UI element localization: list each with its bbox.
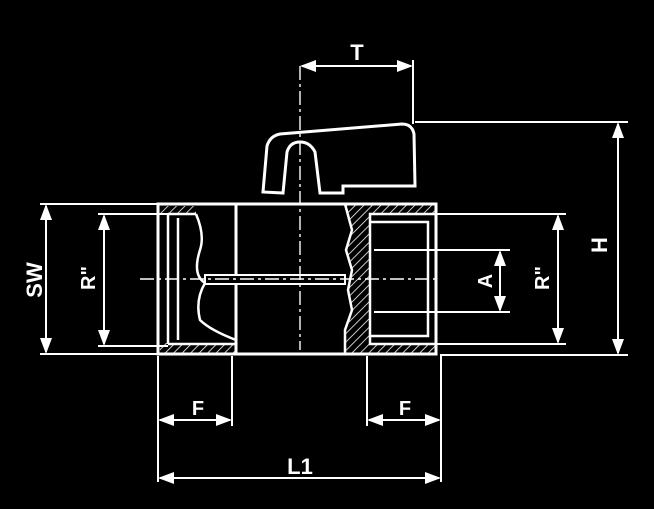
dimension-F-left [157, 356, 233, 482]
label-H: H [587, 237, 612, 253]
dimension-R-left [98, 213, 168, 347]
label-L1: L1 [287, 454, 313, 479]
dimension-T [300, 60, 414, 124]
dimension-F-right [366, 356, 442, 482]
dimension-SW [40, 203, 160, 355]
dimension-A [374, 249, 510, 313]
label-F-left: F [192, 398, 204, 420]
label-SW: SW [22, 262, 47, 298]
left-wall-bottom-hatch [160, 343, 236, 353]
center-body-outline [236, 202, 345, 356]
valve-handle [261, 122, 417, 195]
dimension-R-right [436, 213, 566, 345]
label-R-right: R" [532, 266, 554, 290]
left-wall-top-hatch [160, 206, 196, 214]
label-R-left: R" [78, 266, 100, 290]
label-A: A [475, 274, 497, 288]
label-T: T [350, 40, 364, 65]
centre-lines [140, 66, 440, 350]
label-F-right: F [399, 398, 411, 420]
dimension-H [415, 121, 628, 356]
